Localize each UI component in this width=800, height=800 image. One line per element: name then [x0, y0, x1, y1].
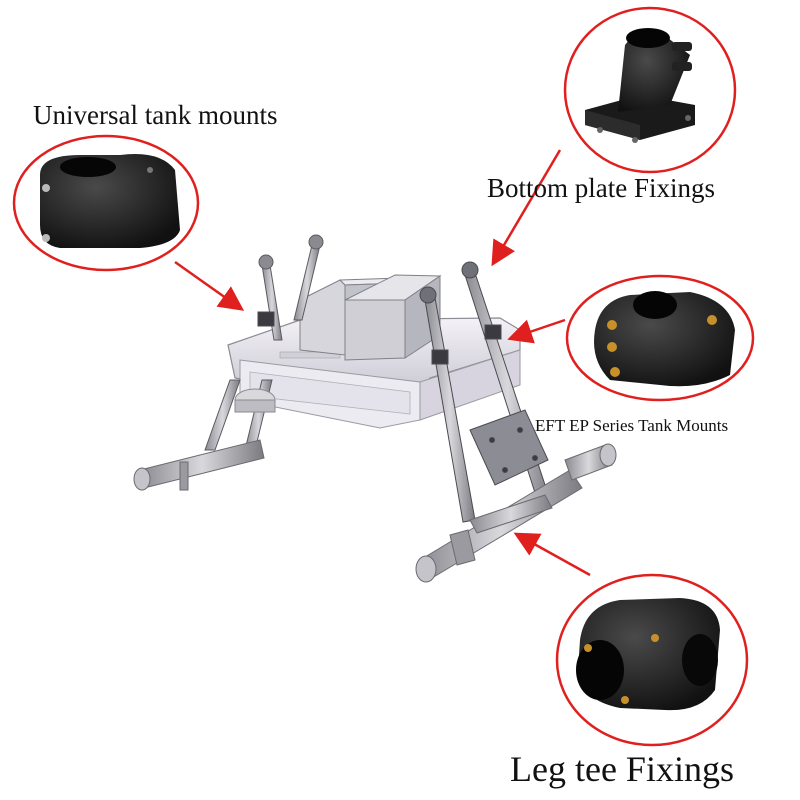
tank-mount-part-image: [40, 154, 180, 248]
bottom-plate-fixings-label: Bottom plate Fixings: [487, 173, 716, 203]
leg-tee-part-image: [576, 598, 720, 711]
drone-frame: [133, 234, 617, 583]
arrow-universal: [174, 260, 245, 311]
universal-tank-mounts-label: Universal tank mounts: [33, 100, 278, 130]
landing-skids: [133, 439, 617, 583]
callout-arrows: [174, 149, 591, 577]
arrow-leg-tee: [513, 532, 591, 577]
side-hub: [234, 388, 276, 413]
front-legs: [257, 261, 551, 523]
leg-tee-fixings-callout: [555, 573, 749, 747]
leg-tee-fixings-label: Leg tee Fixings: [510, 749, 734, 789]
bottom-plate-fixings-callout: [563, 6, 737, 174]
bottom-plate-part-image: [585, 28, 695, 143]
universal-tank-mount-callout: [12, 134, 200, 272]
battery-boxes: [299, 274, 442, 361]
arrow-bottom-plate: [491, 149, 562, 267]
eft-tank-mount-callout: [565, 274, 755, 402]
eft-ep-tank-mounts-label: EFT EP Series Tank Mounts: [535, 416, 729, 435]
arrow-eft: [507, 318, 566, 344]
eft-mount-part-image: [594, 291, 735, 387]
